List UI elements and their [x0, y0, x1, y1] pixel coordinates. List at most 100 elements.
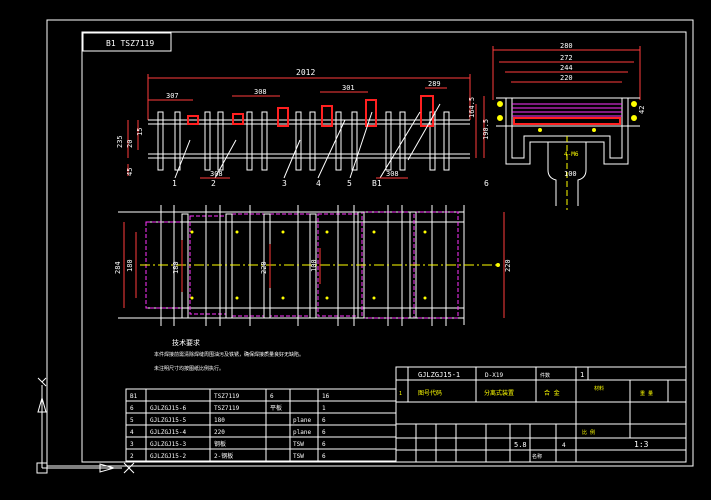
dim-pitches-upper	[148, 87, 447, 101]
title-box-text: B1 TSZ7119	[106, 39, 154, 48]
dim-end-len: 289	[428, 80, 441, 88]
section-hatch	[512, 103, 622, 117]
balloon-1: 1	[172, 179, 177, 188]
dim-height-left-1: 235	[116, 135, 124, 148]
bom-cell-wt: 16	[322, 393, 330, 400]
notes-title: 技术要求	[172, 338, 200, 347]
notes-line-1: 本件焊接前需清除焊缝周围油污及铁锈，确保焊接质量良好无缺陷。	[154, 351, 304, 358]
plan-h2: 180	[126, 259, 134, 272]
front-posts	[157, 111, 450, 171]
bom-cell-code: GJLZGJ15-4	[150, 429, 187, 436]
tb-label-1: 1	[399, 391, 402, 397]
balloon-5: 5	[347, 179, 352, 188]
section-dims	[492, 46, 641, 100]
bom-cell-no: 2	[130, 453, 134, 460]
bom-cell-name: 2-钢板	[214, 452, 233, 460]
tb-scale: 1:3	[634, 440, 649, 449]
balloon-3: 3	[282, 179, 287, 188]
bom-cell-no: 6	[130, 405, 134, 412]
tb-weight-label: 重 量	[640, 390, 653, 397]
ucs-icon	[36, 377, 135, 474]
balloon-2: 2	[211, 179, 216, 188]
dim-height-left-4: 45	[126, 168, 134, 176]
dim-pitch-a: 307	[166, 92, 179, 100]
bom-cell-name: TSZ7119	[214, 393, 240, 400]
bom-cell-wt: 6	[322, 417, 326, 424]
dim-overall-text: 2012	[296, 68, 315, 77]
balloon-4: 4	[316, 179, 321, 188]
tb-sheet-label: 件数	[540, 372, 550, 379]
front-rails	[148, 119, 470, 159]
leader-lines	[174, 103, 441, 179]
plan-bolts	[190, 230, 500, 300]
plan-h1: 284	[114, 261, 122, 274]
section-w4: 220	[560, 74, 573, 82]
bom-cell-name: 220	[214, 429, 225, 436]
dim-height-right-1: 164.5	[468, 97, 476, 118]
dim-pitch-b: 308	[254, 88, 267, 96]
plan-dims	[123, 212, 505, 318]
dim-overall	[147, 74, 471, 120]
bom-cell-code: GJLZGJ15-2	[150, 453, 187, 460]
dim-right	[475, 96, 485, 158]
plan-right: 220	[504, 259, 512, 272]
dim-pitch-e: 308	[386, 170, 399, 178]
section-w1: 280	[560, 42, 573, 50]
plan-view: 284 180 180 220 100 220	[114, 205, 512, 326]
tb-name-2: 分离式装置	[484, 389, 514, 397]
section-hatch-red	[513, 117, 621, 125]
bom-cell-qty: 平板	[270, 404, 282, 412]
bom-cell-code: GJLZGJ15-5	[150, 417, 187, 424]
section-view: 280 272 244 220	[484, 42, 646, 210]
tb-sheet: 1	[580, 371, 584, 379]
title-block: GJLZGJ15-1 D-X19 件数 1 1 图号代码 分离式装置 合 金 材…	[395, 366, 687, 463]
title-box: B1 TSZ7119	[82, 32, 172, 52]
title-block-grid	[395, 366, 687, 463]
dim-height-left-2: 20	[126, 140, 134, 148]
plan-h3: 180	[172, 261, 180, 274]
bom-cell-qty: 6	[270, 393, 274, 400]
tb-unit: D-X19	[485, 372, 503, 379]
bom-cell-name: TSZ7119	[214, 405, 240, 412]
dim-height-left-3: 15	[136, 128, 144, 136]
balloon-6: 6	[484, 179, 489, 188]
bom-cell-no: 3	[130, 441, 134, 448]
bom-cell-name: 钢板	[214, 440, 226, 448]
bom-cell-name: 180	[214, 417, 225, 424]
tb-sheets-total: 4	[562, 442, 566, 449]
tb-stage: 合 金	[544, 389, 560, 397]
technical-notes: 技术要求 本件焊接前需清除焊缝周围油污及铁锈，确保焊接质量良好无缺陷。 未注明尺…	[154, 338, 304, 372]
section-side: 42	[638, 106, 646, 114]
tb-drawing-no: GJLZGJ15-1	[418, 371, 460, 379]
bom-cell-wt: 1	[322, 405, 326, 412]
balloon-b1: B1	[372, 179, 382, 188]
bom-cell-no: 5	[130, 417, 134, 424]
tb-name-1: 图号代码	[418, 389, 442, 397]
dim-pitch-c: 301	[342, 84, 355, 92]
section-gap: 4-M6	[564, 151, 579, 158]
bom-cell-wt: 6	[322, 453, 326, 460]
bom-cell-wt: 6	[322, 429, 326, 436]
tb-scale-label: 比 例	[582, 429, 595, 436]
section-w3: 244	[560, 64, 573, 72]
bom-cell-wt: 6	[322, 441, 326, 448]
bom-cell-no: 4	[130, 429, 134, 436]
bom-cell-no: B1	[130, 393, 138, 400]
plan-h4: 220	[260, 261, 268, 274]
bom-cell-mat: plane	[293, 417, 311, 424]
dim-height-right-2: 190.5	[482, 119, 490, 140]
bom-cell-mat: TSW	[293, 453, 304, 460]
plan-h5: 100	[310, 259, 318, 272]
bom-cell-code: GJLZGJ15-3	[150, 441, 187, 448]
bom-cell-mat: plane	[293, 429, 311, 436]
tb-weight: 5.8	[514, 441, 527, 449]
section-pipe	[547, 136, 587, 210]
bom-cell-mat: TSW	[293, 441, 304, 448]
notes-line-2: 未注明尺寸均按图纸比例执行。	[154, 365, 224, 372]
front-view: 2012 307 308 301 289	[116, 68, 490, 188]
dim-pitch-d: 308	[210, 170, 223, 178]
section-bottom: 100	[564, 170, 577, 178]
